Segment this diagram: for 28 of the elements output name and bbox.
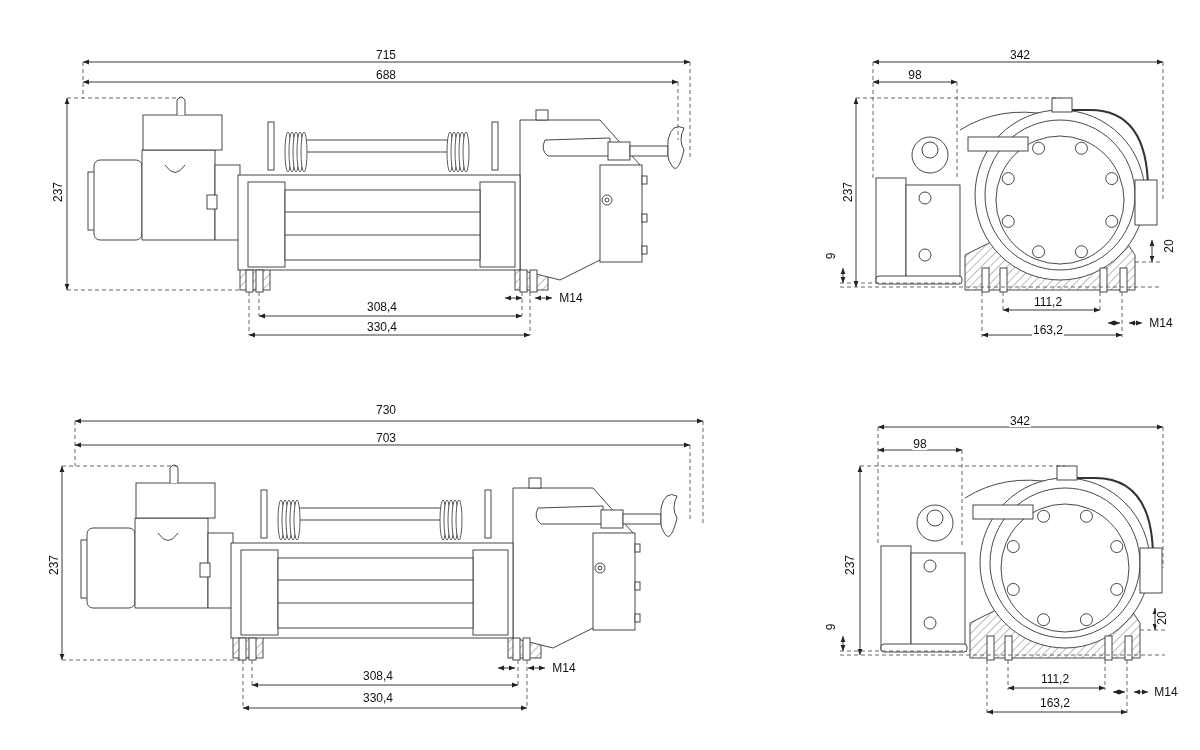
dimension-label: 730 xyxy=(375,404,397,416)
dimension-label: 20 xyxy=(1163,238,1175,254)
dimension-label: M14 xyxy=(1153,686,1179,698)
dimension-label: 308,4 xyxy=(362,670,394,682)
dimension-label: 703 xyxy=(375,432,397,444)
dimension-label: 9 xyxy=(825,622,837,632)
dimension-label: 688 xyxy=(375,69,397,81)
dimension-label: 342 xyxy=(1009,415,1031,427)
dimension-label: 163,2 xyxy=(1032,324,1064,336)
dimension-label: 98 xyxy=(907,69,923,81)
dimension-label: M14 xyxy=(551,662,577,674)
dimension-label: 111,2 xyxy=(1032,296,1064,308)
dimension-label: 237 xyxy=(48,554,60,576)
dimension-label: 330,4 xyxy=(362,692,394,704)
dimension-label: M14 xyxy=(1148,317,1174,329)
dimension-label: 237 xyxy=(52,181,64,203)
dimension-label: M14 xyxy=(558,292,584,304)
dimension-label: 111,2 xyxy=(1039,673,1071,685)
dimension-label: 9 xyxy=(825,251,837,261)
dimension-label: 330,4 xyxy=(366,321,398,333)
dimension-label: 342 xyxy=(1009,49,1031,61)
dimension-label: 20 xyxy=(1156,610,1168,626)
dimension-label: 308,4 xyxy=(366,301,398,313)
dimension-label: 98 xyxy=(912,438,928,450)
dimension-label: 715 xyxy=(375,49,397,61)
dimension-label: 237 xyxy=(842,181,854,203)
dimension-label: 163,2 xyxy=(1039,697,1071,709)
dimension-label: 237 xyxy=(844,554,856,576)
